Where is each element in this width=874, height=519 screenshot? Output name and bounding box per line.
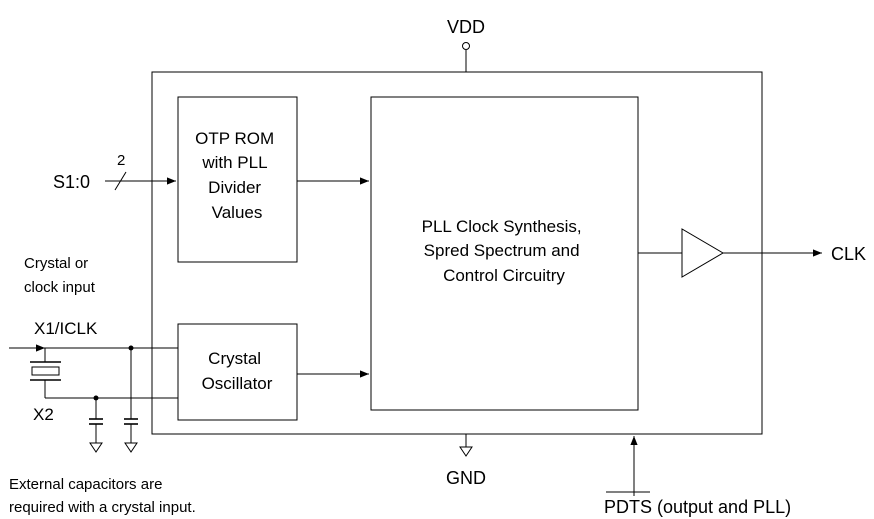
otp-rom-line-4: Values [212, 203, 263, 222]
pll-line-3: Control Circuitry [443, 266, 565, 285]
clk-label: CLK [831, 244, 866, 264]
otp-rom-line-2: with PLL [201, 153, 267, 172]
crystal-oscillator-block [177, 323, 298, 421]
s-input-label: S1:0 [53, 172, 90, 192]
output-buffer: CLK [638, 228, 866, 278]
crystal-note-line-2: clock input [24, 279, 96, 296]
gnd-pin: GND [446, 434, 486, 488]
otp-rom-line-3: Divider [208, 178, 261, 197]
crystal-osc-line-2: Oscillator [202, 374, 273, 393]
capacitor-note: External capacitors are required with a … [9, 476, 196, 516]
crystal-symbol [31, 366, 60, 376]
pll-block [370, 96, 639, 411]
pdts-input: PDTS (output and PLL) [604, 436, 791, 517]
otp-rom-block [177, 96, 298, 263]
vdd-label: VDD [447, 17, 485, 37]
pll-line-2: Spred Spectrum and [424, 241, 580, 260]
gnd-label: GND [446, 468, 486, 488]
otp-rom-label: OTP ROM with PLL Divider Values [195, 129, 279, 222]
bus-width-label: 2 [117, 152, 125, 169]
cap-note-line-2: required with a crystal input. [9, 499, 196, 516]
crystal-input-note: Crystal or clock input [24, 255, 96, 296]
crystal-note-line-1: Crystal or [24, 255, 88, 272]
crystal-circuit [9, 344, 178, 453]
s-input: S1:0 2 [53, 152, 176, 192]
otp-rom-line-1: OTP ROM [195, 129, 274, 148]
pll-line-1: PLL Clock Synthesis, [422, 217, 582, 236]
cap-note-line-1: External capacitors are [9, 476, 162, 493]
x1-label: X1/ICLK [34, 319, 98, 338]
pdts-label: PDTS (output and PLL) [604, 497, 791, 517]
crystal-oscillator-label: Crystal Oscillator [202, 349, 273, 393]
vdd-pin: VDD [447, 17, 485, 72]
crystal-osc-line-1: Crystal [208, 349, 261, 368]
pll-label: PLL Clock Synthesis, Spred Spectrum and … [422, 217, 587, 285]
x2-label: X2 [33, 405, 54, 424]
